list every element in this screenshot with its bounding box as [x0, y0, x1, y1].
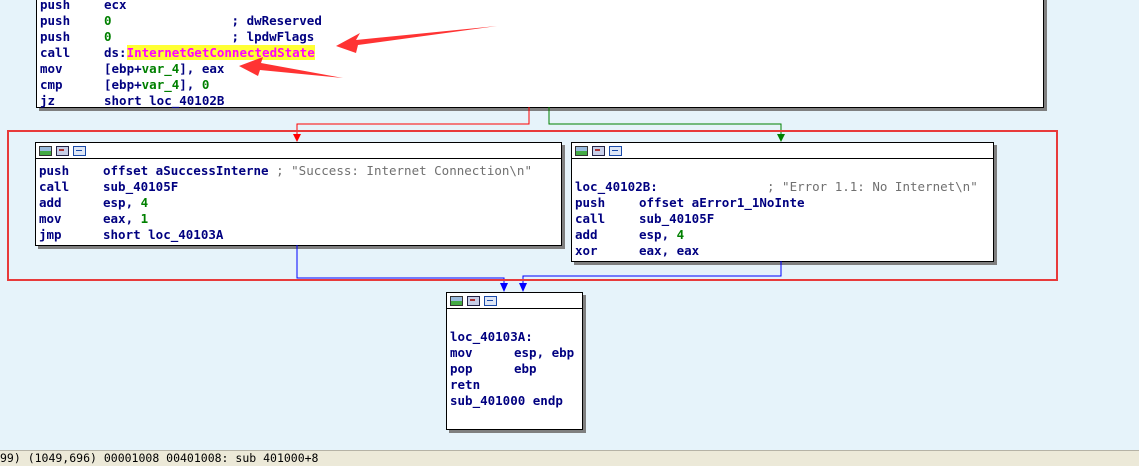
asm-line[interactable]: retn — [450, 377, 481, 392]
asm-endp-line[interactable]: sub_401000 endp — [450, 393, 563, 408]
annotation-arrow-2 — [239, 57, 343, 78]
edge-jump-success[interactable] — [296, 245, 505, 288]
edge-jump-success-arrowhead — [500, 283, 508, 292]
block-header — [572, 143, 993, 159]
asm-line[interactable]: mov[ebp+var_4], eax — [40, 61, 225, 76]
branch-highlight-box — [7, 130, 1058, 281]
graph-color-icon[interactable] — [450, 295, 463, 306]
annotation-arrow-1 — [336, 26, 497, 53]
block-error[interactable]: loc_40102B:; "Error 1.1: No Internet\n" … — [571, 142, 994, 262]
list-icon[interactable] — [73, 145, 86, 156]
graph-color-icon[interactable] — [575, 145, 588, 156]
edge-flow-error[interactable] — [522, 261, 782, 288]
asm-line[interactable]: cmp[ebp+var_4], 0 — [40, 77, 210, 92]
edge-true-arrowhead — [777, 134, 785, 142]
asm-label-line[interactable]: loc_40102B:; "Error 1.1: No Internet\n" — [575, 179, 978, 194]
graph-color-icon[interactable] — [39, 145, 52, 156]
edge-true[interactable] — [548, 107, 782, 138]
api-name-highlight[interactable]: InternetGetConnectedState — [126, 45, 315, 60]
block-header — [36, 143, 561, 159]
rename-icon[interactable] — [467, 295, 480, 306]
rename-icon[interactable] — [56, 145, 69, 156]
list-icon[interactable] — [484, 295, 497, 306]
block-header — [447, 293, 582, 309]
edge-flow-error-arrowhead — [519, 283, 527, 292]
edge-false-arrowhead — [293, 134, 301, 142]
asm-label-line[interactable]: loc_40103A: — [450, 329, 533, 344]
edge-false[interactable] — [296, 107, 530, 138]
rename-icon[interactable] — [592, 145, 605, 156]
status-bar: 99) (1049,696) 00001008 00401008: sub 40… — [0, 450, 1139, 466]
list-icon[interactable] — [609, 145, 622, 156]
